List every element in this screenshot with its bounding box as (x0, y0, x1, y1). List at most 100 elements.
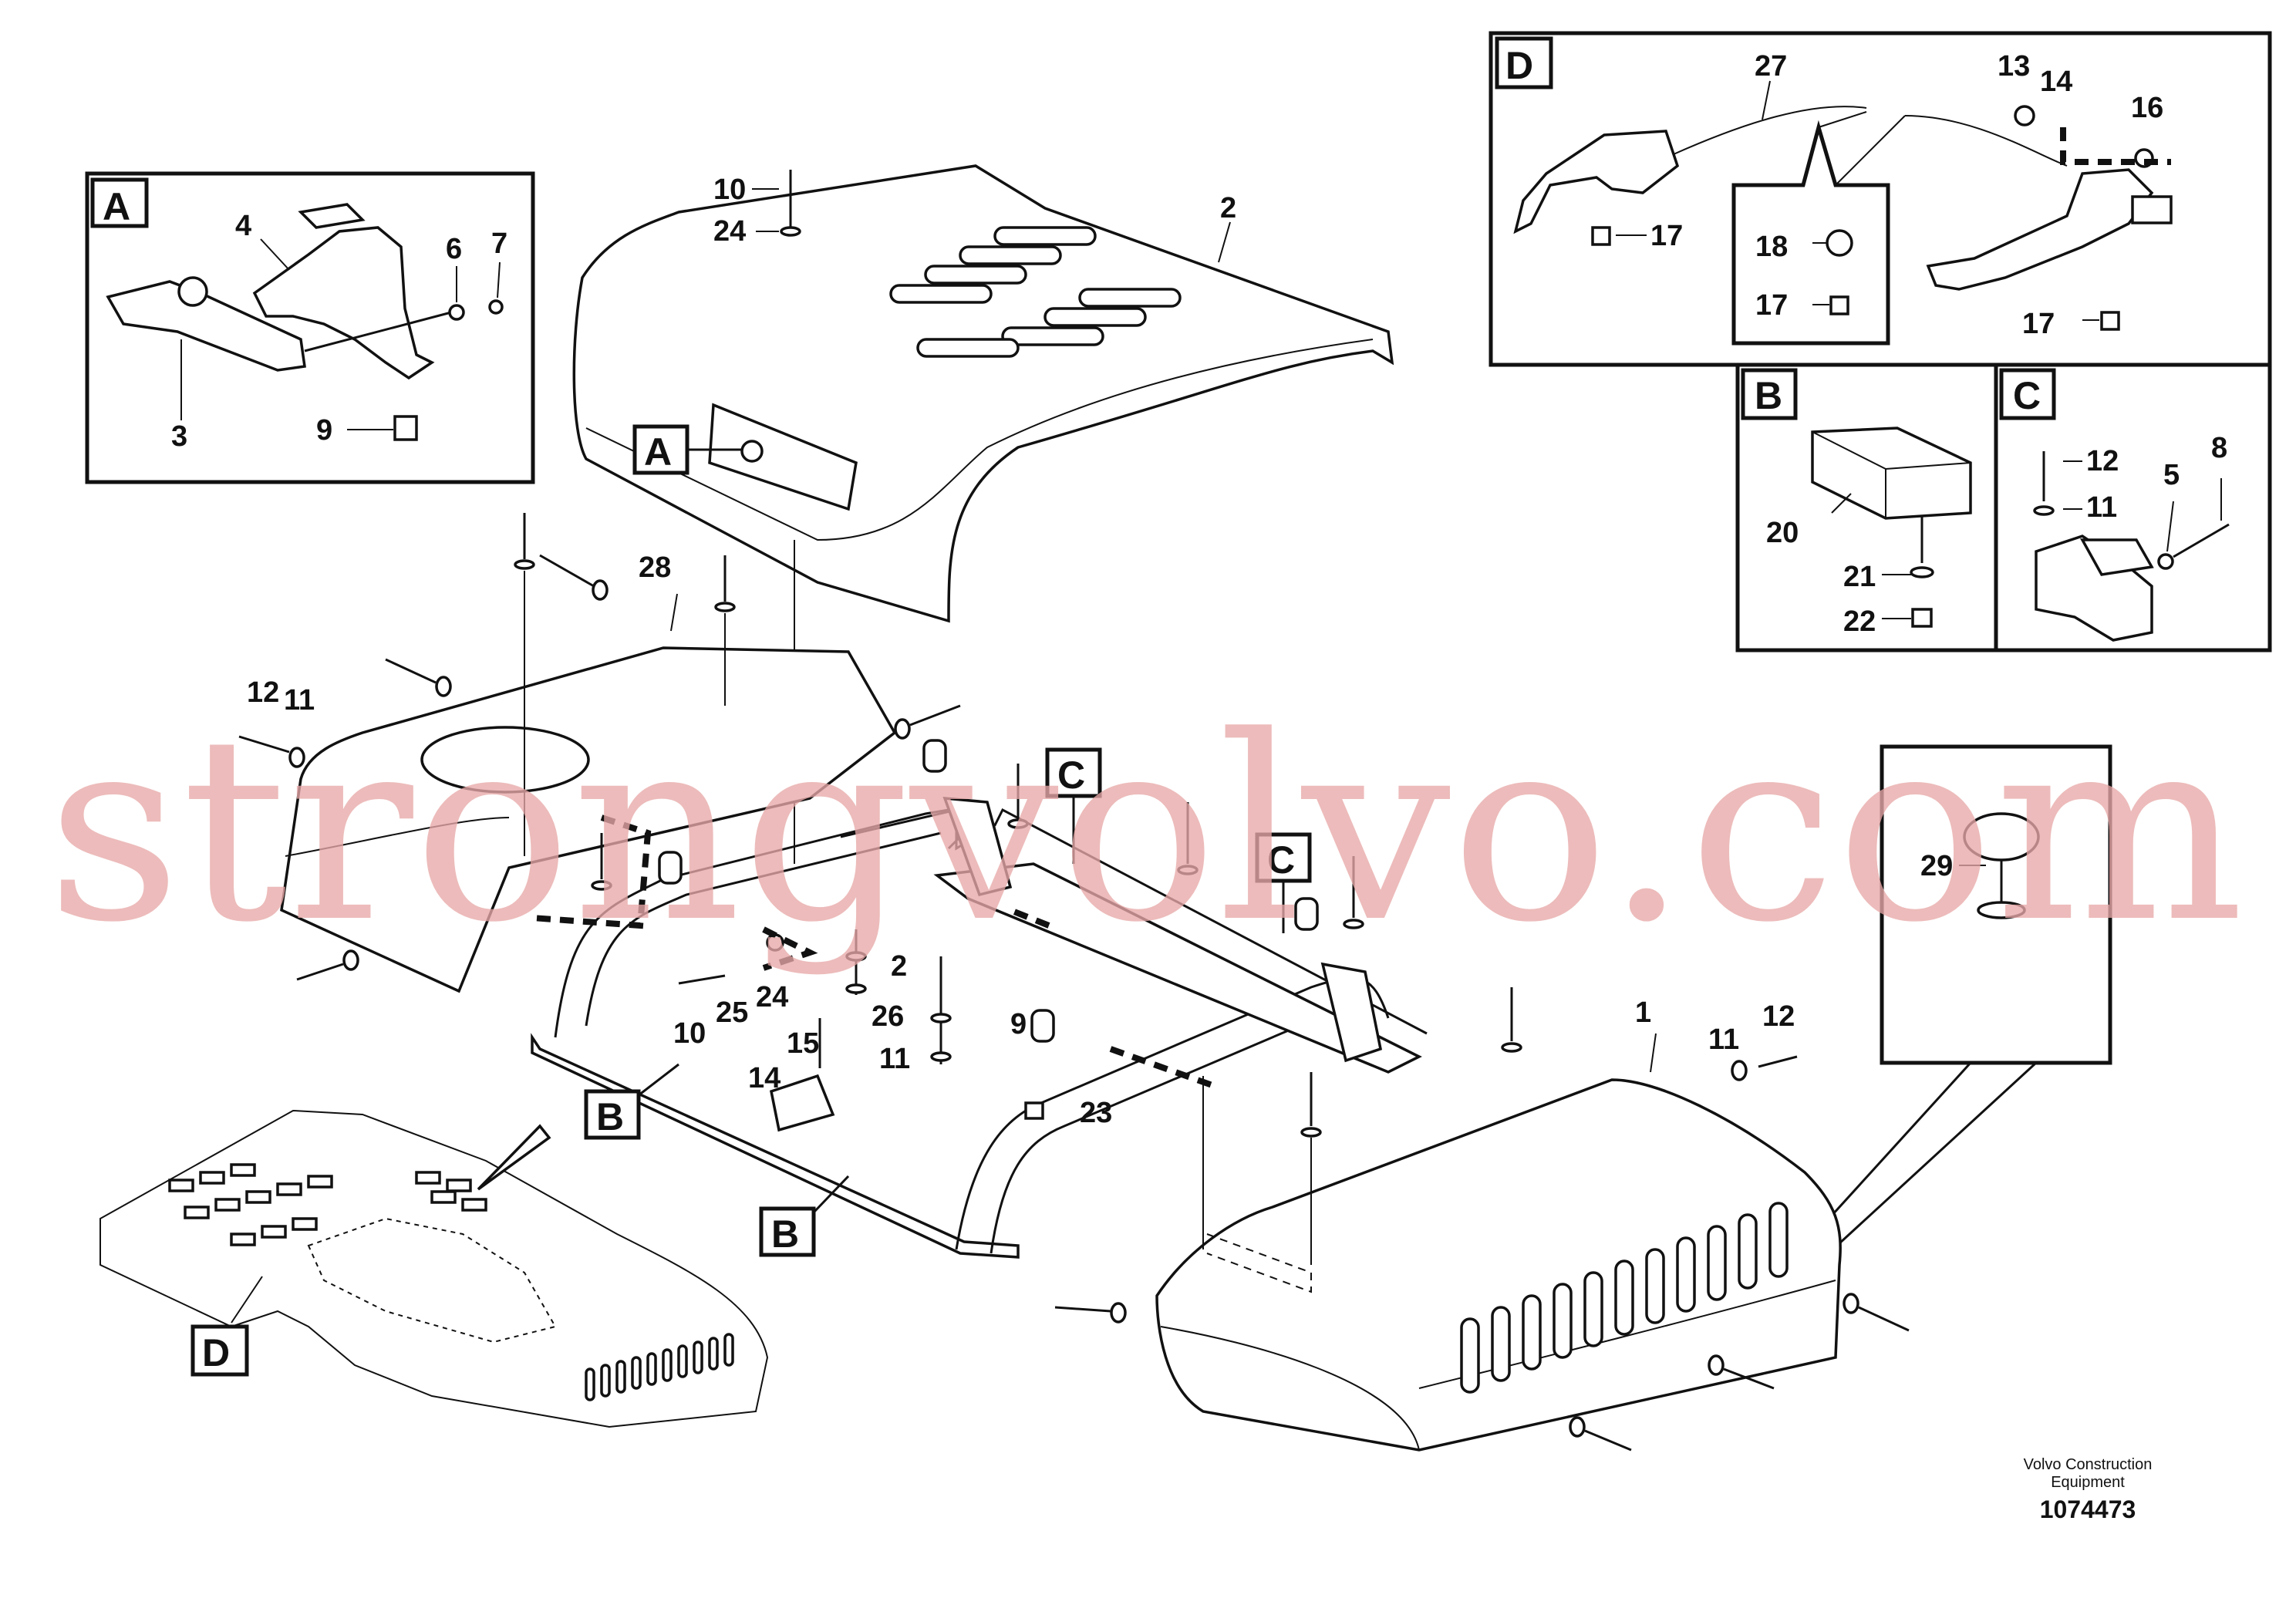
washer (435, 676, 452, 697)
hood-frame-part (531, 739, 1428, 1259)
leader-27 (1762, 80, 1771, 120)
watermark-text: strongvolvo.com (46, 682, 2244, 978)
block-edge (1885, 462, 1971, 470)
bolt (1723, 1367, 1775, 1390)
vent-slot (916, 338, 1020, 358)
lock-hole (740, 440, 764, 463)
washer-26 (845, 951, 867, 962)
callout-10b: 10 (673, 1017, 706, 1050)
leader-7 (497, 261, 501, 298)
release-cable (1673, 106, 2068, 167)
callout-c-letter-1: C (1057, 754, 1085, 797)
bracket-tab (298, 203, 366, 229)
vent-slot (245, 1190, 271, 1204)
detail-a-label-6: 6 (446, 233, 462, 265)
bolt (385, 658, 437, 684)
vent-slot (1676, 1236, 1696, 1313)
vent-slot (585, 1367, 595, 1401)
detail-c-label-5: 5 (2163, 459, 2180, 491)
frame-post-left (942, 797, 1013, 897)
rear-hood-dashed-inner (1206, 1233, 1312, 1293)
frame-base-rail (531, 1033, 1020, 1259)
vent-slot (415, 1171, 441, 1185)
vent-slot (693, 1340, 703, 1374)
washer (591, 880, 612, 891)
callout-19: 9 (1010, 1008, 1027, 1040)
rubber-stop-block (1811, 427, 1972, 520)
vent-slot (307, 1175, 333, 1189)
vent-slot (600, 1364, 611, 1398)
vent-slot (461, 1198, 487, 1212)
nut-13 (2014, 105, 2035, 126)
detail-a-letter: A (103, 185, 130, 228)
panel-edge (285, 817, 510, 857)
vent-slot (631, 1356, 642, 1390)
frame-channel (933, 862, 1422, 1074)
panel-opening (420, 726, 590, 794)
vent-slot (615, 1360, 626, 1394)
rear-hood-shell (1155, 1078, 1842, 1452)
callout-15: 15 (787, 1027, 819, 1060)
callout-24a: 24 (713, 215, 746, 248)
side-panel-shell (280, 646, 897, 993)
bolt (1054, 1306, 1111, 1313)
washer (1569, 1416, 1586, 1438)
detail-d-label-17c: 17 (2022, 308, 2055, 340)
credit-line-1: Volvo Construction (2024, 1456, 2153, 1473)
callout-24b: 24 (756, 981, 788, 1013)
top-hood-shell (572, 164, 1394, 623)
callout-tags: B B C C D (190, 747, 1312, 1377)
detail-29-pointer-2 (1819, 1061, 2038, 1263)
vent-slot (646, 1352, 657, 1386)
detail-d-tag (1495, 36, 1553, 89)
drawing-number: 1074473 (2040, 1496, 2136, 1523)
washer (1110, 1302, 1127, 1324)
detail-d-letter: D (1505, 44, 1533, 87)
frame-post-right (1320, 962, 1383, 1063)
detail-a-tag (90, 177, 149, 228)
vent-slot (199, 1171, 225, 1185)
panel-dashed-guide (531, 814, 652, 929)
vent-slot (959, 245, 1062, 265)
washer (1300, 1127, 1322, 1138)
overview-d-leader (231, 1276, 263, 1324)
callout-pointer-left (1818, 111, 1867, 128)
nut-23 (1024, 1101, 1044, 1120)
callout-11c: 11 (1708, 1023, 1739, 1056)
bolt (909, 704, 961, 727)
vent-slot (889, 284, 993, 304)
vent-slot (261, 1225, 287, 1239)
detail-b-tag (1741, 368, 1798, 420)
detail-d-label-16: 16 (2131, 92, 2163, 124)
vent-slot (1553, 1283, 1573, 1359)
callout-10a: 10 (713, 174, 746, 206)
vent-slot (677, 1344, 688, 1378)
detail-d-label-18: 18 (1755, 231, 1788, 263)
screw-17c (2100, 311, 2120, 331)
vent-slot (1583, 1271, 1603, 1347)
callout-numbers: 10 24 2 28 12 11 24 10 25 2 26 11 9 15 1… (247, 174, 1953, 1129)
washer-21 (1910, 566, 1934, 578)
rear-hood-vents (1460, 1202, 1789, 1394)
screw-17b (1829, 295, 1849, 315)
detail-d-label-14: 14 (2040, 66, 2072, 98)
vent-slot (230, 1233, 256, 1246)
callout-23: 23 (1080, 1097, 1112, 1129)
callout-d-letter: D (202, 1331, 230, 1374)
washer (930, 1051, 952, 1062)
detail-a-label-3: 3 (171, 420, 187, 453)
detail-b-label-21: 21 (1843, 561, 1876, 593)
overview-pointer-arrow (477, 1124, 551, 1191)
bolt-8 (2173, 523, 2230, 558)
block-edge-3 (1812, 431, 1886, 470)
washer (514, 559, 535, 570)
rear-hood-bolts (1054, 987, 1910, 1452)
frame-left-arch-inner (585, 831, 942, 1027)
callout-12c: 12 (1762, 1000, 1795, 1033)
rubber-stop-19 (1030, 1009, 1055, 1043)
callout-b-tag-1 (584, 1089, 641, 1140)
detail-a-label-9: 9 (316, 414, 332, 447)
frame-right-arch-inner (990, 1013, 1327, 1254)
bolt (238, 735, 290, 754)
rear-hood-part (1054, 987, 1910, 1452)
